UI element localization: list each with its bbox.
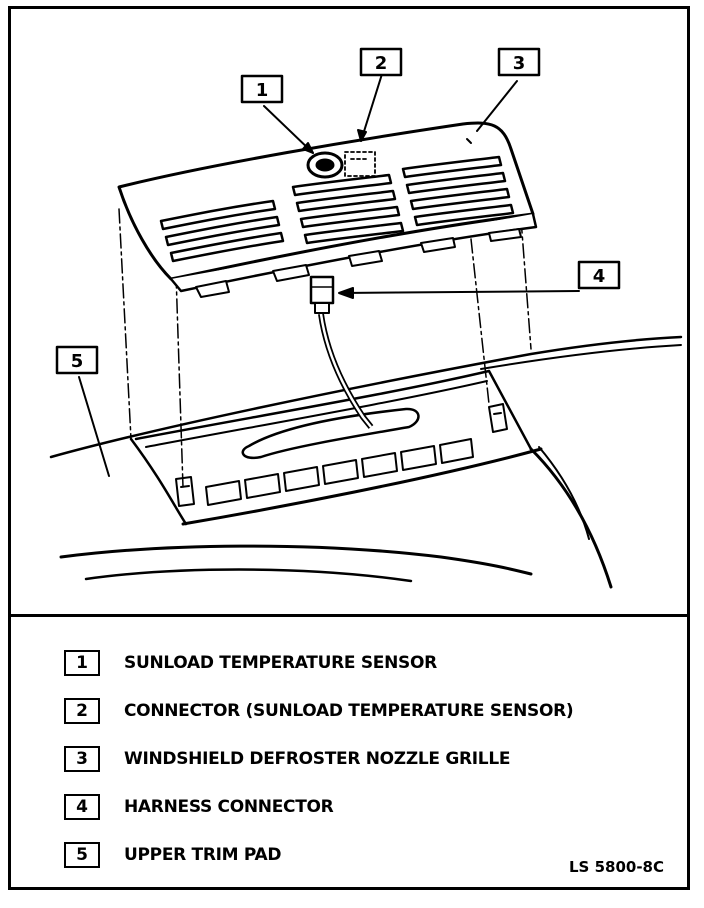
base-front-edge — [181, 447, 543, 526]
base-vent-row — [205, 438, 474, 506]
sunload-sensor — [306, 151, 344, 179]
dash-lower-curve — [129, 437, 188, 526]
figure-code: LS 5800-8C — [568, 858, 664, 876]
callout-box-2: 2 — [359, 47, 403, 77]
legend-number-1: 1 — [64, 650, 100, 676]
harness-connector — [309, 275, 335, 314]
legend-number-5: 5 — [64, 842, 100, 868]
callout-box-5: 5 — [55, 345, 99, 375]
legend-number-3: 3 — [64, 746, 100, 772]
legend-item-1: 1 SUNLOAD TEMPERATURE SENSOR — [64, 646, 437, 680]
legend-label-3: WINDSHIELD DEFROSTER NOZZLE GRILLE — [124, 749, 511, 769]
floor-curve-2 — [84, 568, 413, 583]
figure-frame — [8, 6, 690, 890]
legend-label-5: UPPER TRIM PAD — [124, 845, 282, 865]
grille-slots-middle — [291, 173, 405, 245]
sensor-connector-hidden — [344, 151, 376, 177]
dash-right-inner-curve — [538, 446, 590, 540]
callout-leaders — [78, 73, 580, 477]
legend-label-1: SUNLOAD TEMPERATURE SENSOR — [124, 653, 437, 673]
base-slot — [241, 407, 420, 460]
defroster-grille-illustration: 1 2 3 4 5 — [49, 47, 683, 589]
trim-opening-outer — [134, 369, 533, 451]
callout-number-2: 2 — [375, 53, 388, 74]
legend-label-4: HARNESS CONNECTOR — [124, 797, 334, 817]
left-mounting-clip — [175, 476, 195, 507]
legend-number-4: 4 — [64, 794, 100, 820]
legend-item-4: 4 HARNESS CONNECTOR — [64, 790, 334, 824]
right-mounting-clip — [488, 403, 508, 433]
dash-top-curve — [480, 344, 682, 370]
legend-divider — [11, 614, 687, 617]
grille-slots-right — [401, 155, 515, 227]
callout-box-4: 4 — [577, 260, 621, 290]
trim-opening-inner — [145, 380, 488, 448]
callout-number-5: 5 — [71, 351, 84, 372]
grille-slots-left — [159, 199, 285, 263]
legend-number-2: 2 — [64, 698, 100, 724]
callout-box-1: 1 — [240, 74, 284, 104]
dash-right-curve — [529, 447, 613, 589]
legend-item-3: 3 WINDSHIELD DEFROSTER NOZZLE GRILLE — [64, 742, 510, 776]
callout-box-3: 3 — [497, 47, 541, 77]
legend-item-2: 2 CONNECTOR (SUNLOAD TEMPERATURE SENSOR) — [64, 694, 574, 728]
harness-wire-core — [319, 313, 372, 428]
floor-curve-1 — [59, 544, 533, 576]
legend-item-5: 5 UPPER TRIM PAD — [64, 838, 281, 872]
callout-number-4: 4 — [593, 266, 606, 287]
callout-number-3: 3 — [513, 53, 526, 74]
grille-surface-mark — [466, 138, 472, 144]
legend-label-2: CONNECTOR (SUNLOAD TEMPERATURE SENSOR) — [124, 701, 574, 721]
windshield-base-line — [49, 335, 683, 459]
alignment-lines — [118, 208, 532, 488]
grille-tabs — [195, 228, 522, 298]
callout-number-1: 1 — [256, 80, 269, 101]
